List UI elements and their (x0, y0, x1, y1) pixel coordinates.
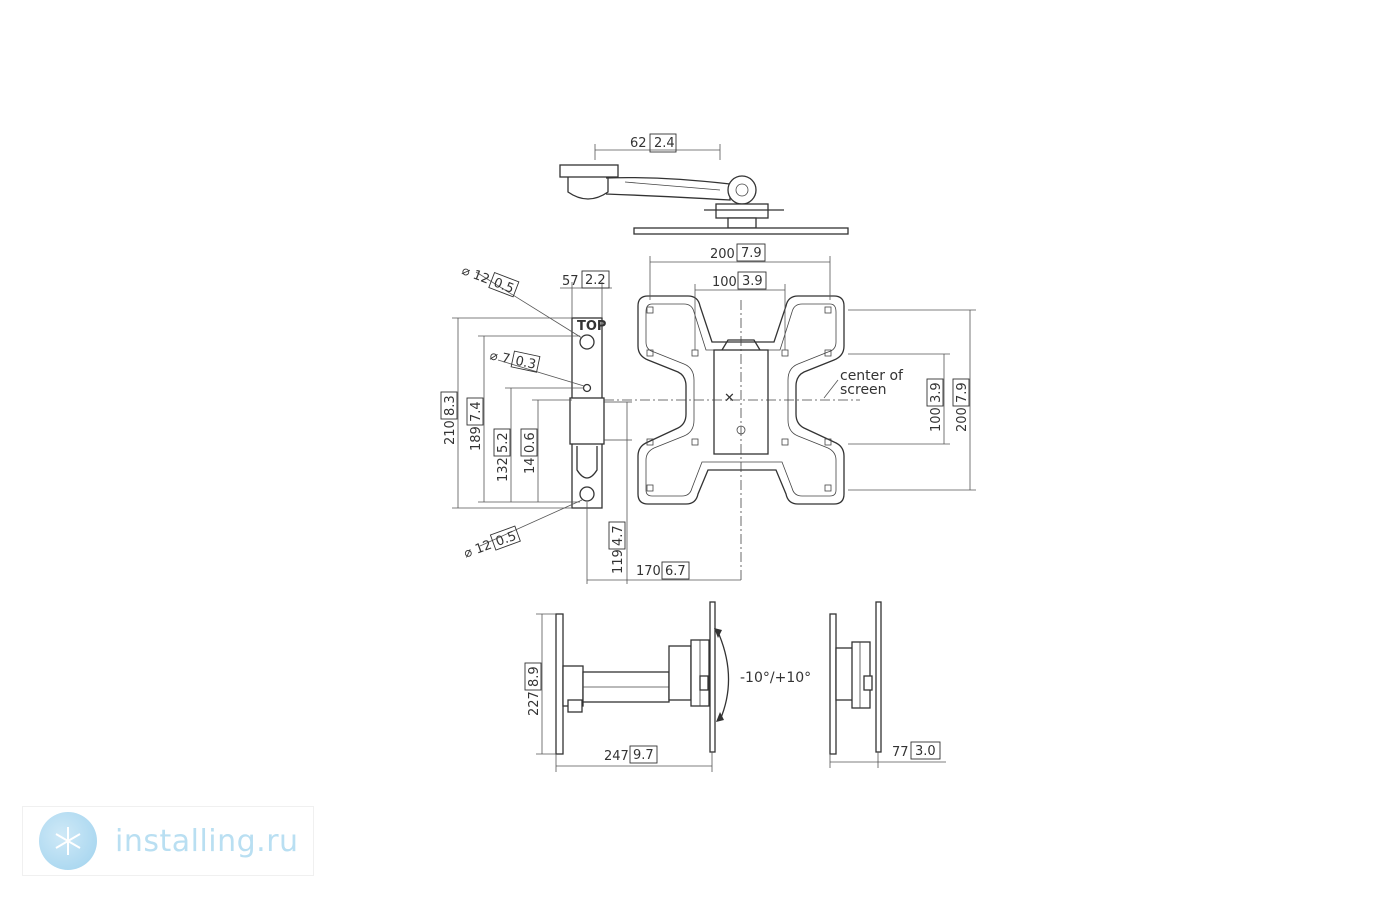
dim-hole-mid-inch: 0.3 (514, 354, 537, 373)
dim-side-depth-inch: 9.7 (633, 748, 654, 763)
dim-vesa-outer-h-value: 200 (710, 247, 735, 262)
dim-vesa-inner-v-inch: 3.9 (929, 382, 944, 403)
dim-top-width-box (649, 133, 677, 153)
dim-plate-height-value: 210 (443, 420, 458, 445)
wall-plate-side (555, 613, 564, 755)
dim-side-height-value: 227 (527, 691, 542, 716)
dim-vesa-inner-h-value: 100 (712, 275, 737, 290)
top-view: 62 2.4 (559, 133, 849, 235)
dim-mid-height-inch: 5.2 (496, 432, 511, 453)
dim-side-depth-value: 247 (604, 749, 629, 764)
watermark: installing.ru (22, 806, 314, 876)
tilt-label: -10°/+10° (740, 670, 811, 686)
vesa-holes (646, 306, 832, 492)
dim-bottom-offset-inch: 4.7 (611, 525, 626, 546)
dim-vesa-outer-v-value: 200 (955, 407, 970, 432)
dim-vesa-outer-h-inch: 7.9 (741, 246, 762, 261)
brand-mark: ✕ (724, 391, 735, 406)
dim-plate-width-inch: 2.2 (585, 273, 606, 288)
center-label-line1: center of (840, 368, 904, 384)
dim-hole-top-symbol: ⌀ (460, 263, 473, 280)
dim-arm-offset-value: 170 (636, 564, 661, 579)
vesa-plate (637, 295, 845, 505)
screen-plate-side (709, 601, 716, 753)
side-view-folded: 77 3.0 (829, 601, 946, 768)
hole-bottom (579, 486, 595, 502)
tilt-arc (717, 631, 730, 721)
dim-hole-spacing-value: 189 (469, 426, 484, 451)
dim-top-width-value: 62 (630, 136, 647, 151)
dim-side-height-inch: 8.9 (527, 666, 542, 687)
dim-top-width-inch: 2.4 (654, 136, 675, 151)
dim-plate-height-inch: 8.3 (443, 395, 458, 416)
dim-folded-depth-value: 77 (892, 745, 909, 760)
dim-hole-bottom-inch: 0.5 (494, 529, 519, 550)
hole-top (579, 334, 595, 350)
dim-folded-depth-inch: 3.0 (915, 744, 936, 759)
snowflake-logo-icon (39, 812, 97, 870)
dim-hole-top-inch: 0.5 (491, 275, 516, 296)
dim-arm-offset-inch: 6.7 (665, 564, 686, 579)
dim-mid-height-value: 132 (496, 457, 511, 482)
front-view: TOP ✕ (440, 243, 976, 584)
dim-hole-bottom-symbol: ⌀ (462, 545, 475, 562)
dim-bottom-offset-value: 119 (611, 549, 626, 574)
dim-hole-spacing-inch: 7.4 (469, 401, 484, 422)
dim-hole-top-value: 12 (471, 268, 492, 288)
dim-hole-mid-value: 7 (500, 351, 511, 367)
side-view-extended: -10°/+10° 227 8.9 247 9.7 (524, 601, 811, 772)
center-label-line2: screen (840, 382, 887, 398)
center-bracket (713, 349, 769, 455)
dim-small-offset-inch: 0.6 (523, 432, 538, 453)
dim-hole-mid-symbol: ⌀ (488, 348, 499, 364)
dim-small-offset-value: 14 (523, 457, 538, 474)
dim-vesa-outer-v-inch: 7.9 (955, 382, 970, 403)
dim-hole-bottom-value: 12 (473, 538, 494, 558)
dim-plate-width-value: 57 (562, 274, 579, 289)
dim-vesa-inner-v-value: 100 (929, 407, 944, 432)
top-marker: TOP (577, 319, 606, 334)
dim-vesa-inner-h-inch: 3.9 (742, 274, 763, 289)
watermark-text: installing.ru (115, 823, 299, 859)
